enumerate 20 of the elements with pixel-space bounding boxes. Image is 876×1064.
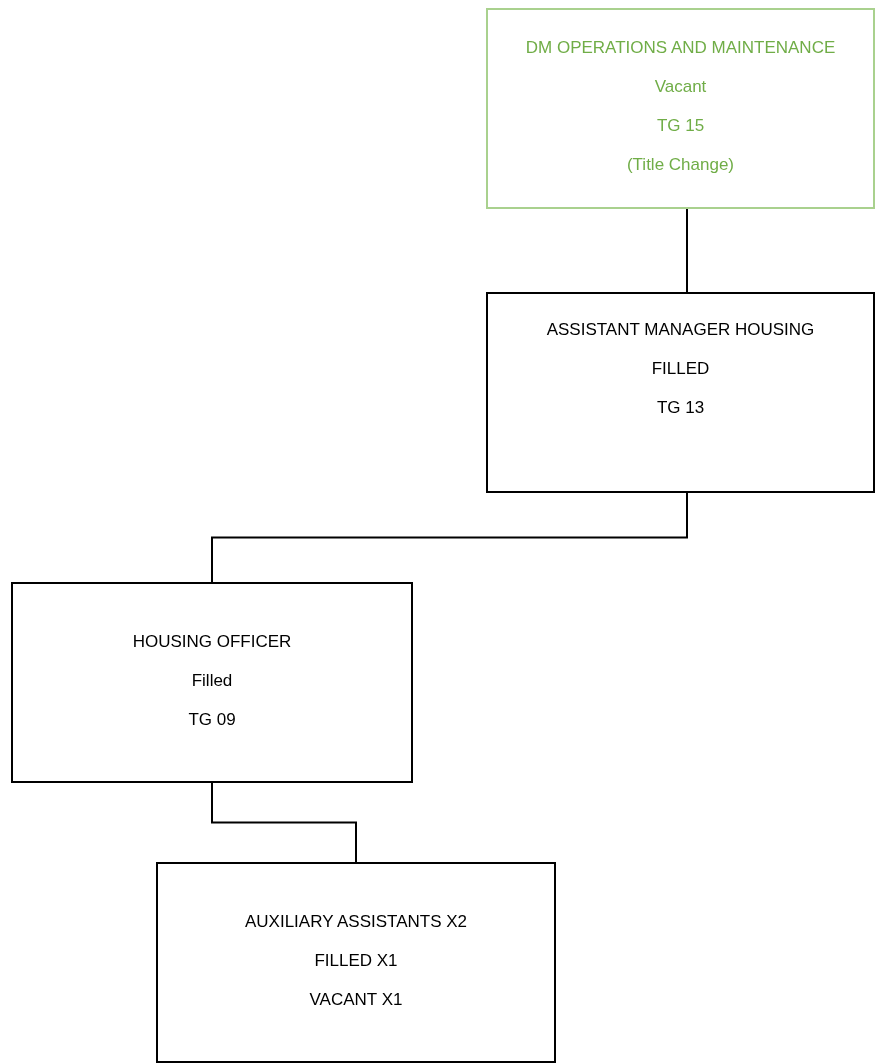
position-detail: (Title Change) — [626, 154, 735, 176]
position-box — [156, 862, 556, 1063]
position-box — [11, 582, 413, 783]
position-title: ASSISTANT MANAGER HOUSING — [546, 319, 815, 341]
position-detail: Filled — [191, 670, 233, 692]
position-box — [486, 8, 875, 209]
connector-line — [211, 492, 688, 583]
position-title: DM OPERATIONS AND MAINTENANCE — [525, 37, 836, 59]
position-title: HOUSING OFFICER — [132, 631, 292, 653]
connector-line — [686, 208, 688, 293]
position-detail: FILLED X1 — [314, 950, 398, 972]
position-detail: TG 09 — [188, 709, 236, 731]
position-box — [486, 292, 875, 493]
position-detail: VACANT X1 — [309, 989, 403, 1011]
position-detail: FILLED — [651, 358, 710, 380]
position-detail: Vacant — [654, 76, 707, 98]
position-title: AUXILIARY ASSISTANTS X2 — [244, 911, 467, 933]
position-detail: TG 15 — [656, 115, 705, 137]
position-detail: TG 13 — [656, 397, 705, 419]
connector-line — [211, 782, 357, 863]
